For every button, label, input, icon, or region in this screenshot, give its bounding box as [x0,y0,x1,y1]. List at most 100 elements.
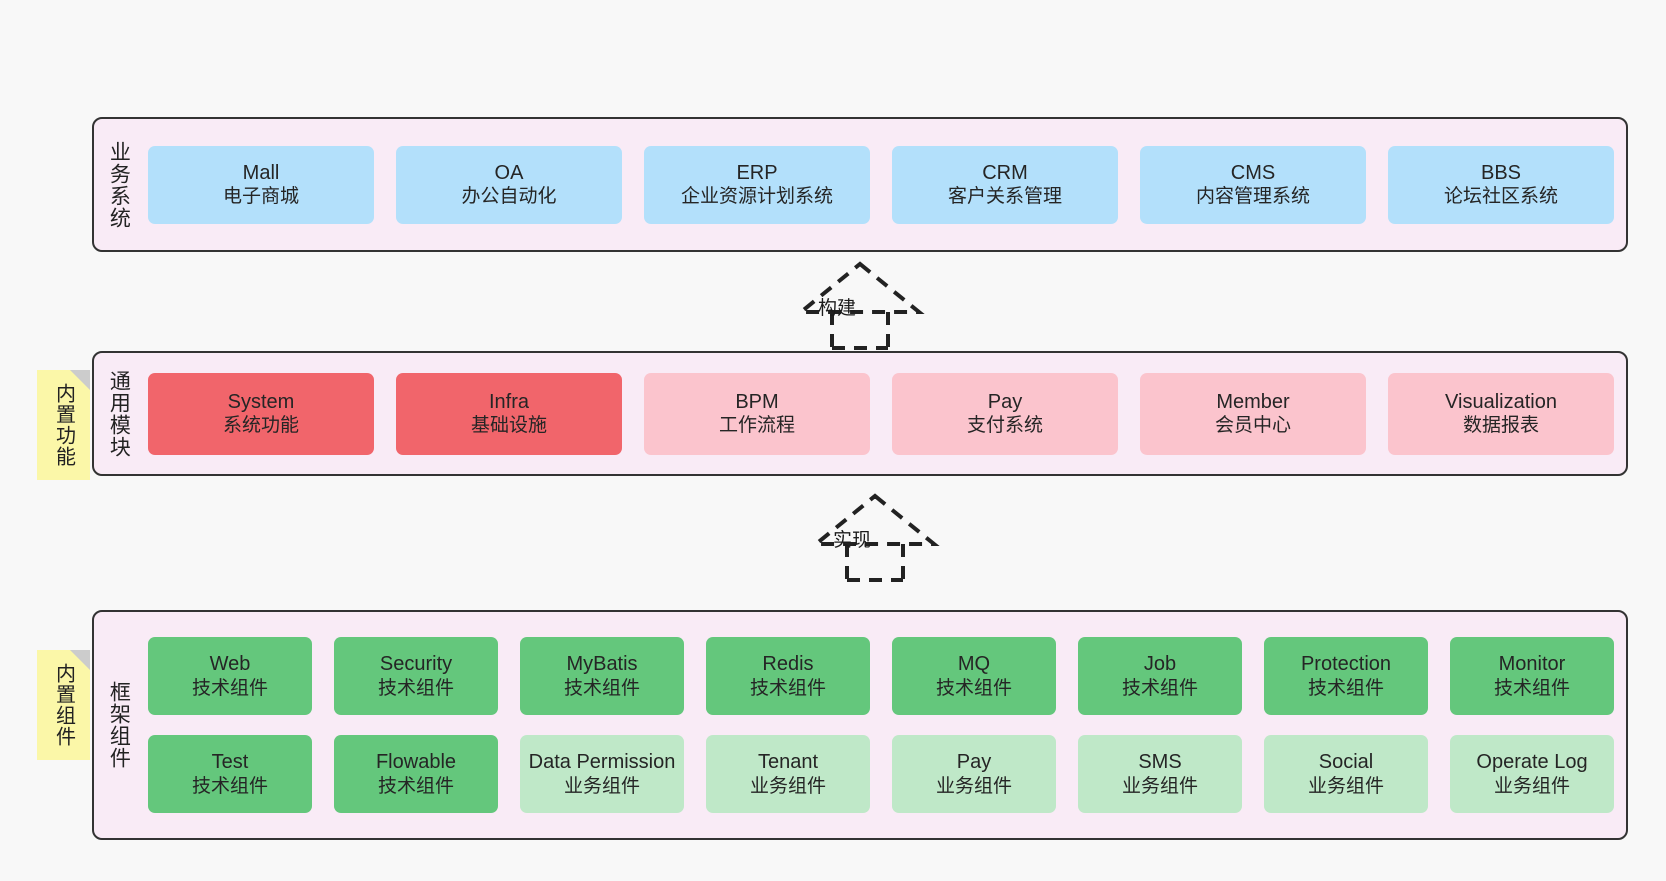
node-test[interactable]: Test 技术组件 [148,735,312,813]
node-title: Job [1143,653,1177,676]
layer-business-system-title: 业务系统 [107,140,131,229]
node-subtitle: 业务组件 [749,775,826,797]
node-sms[interactable]: SMS 业务组件 [1078,735,1242,813]
node-subtitle: 系统功能 [222,415,299,437]
node-title: Flowable [375,751,457,774]
node-title: System [227,390,295,413]
node-title: Security [379,653,453,676]
node-title: CRM [982,161,1028,184]
node-tenant[interactable]: Tenant 业务组件 [706,735,870,813]
node-subtitle: 业务组件 [1307,775,1384,797]
note-label: 内置功能 [52,383,75,467]
node-title: Monitor [1498,653,1566,676]
node-pay-module[interactable]: Pay 支付系统 [892,372,1118,455]
node-operate-log[interactable]: Operate Log 业务组件 [1450,735,1614,813]
node-protection[interactable]: Protection 技术组件 [1264,637,1428,715]
node-subtitle: 技术组件 [1493,677,1570,699]
node-cms[interactable]: CMS 内容管理系统 [1140,145,1366,224]
note-fold-icon [70,370,90,390]
node-subtitle: 技术组件 [563,677,640,699]
node-title: BPM [735,390,779,413]
node-subtitle: 技术组件 [1307,677,1384,699]
note-builtin-features: 内置功能 [37,370,90,480]
node-title: Protection [1300,653,1392,676]
node-subtitle: 技术组件 [749,677,826,699]
layer-common-module-title: 通用模块 [107,369,131,458]
node-oa[interactable]: OA 办公自动化 [396,145,622,224]
node-subtitle: 会员中心 [1214,415,1291,437]
node-system[interactable]: System 系统功能 [148,372,374,455]
node-title: ERP [736,161,778,184]
node-title: BBS [1480,161,1522,184]
node-subtitle: 办公自动化 [461,186,557,208]
node-subtitle: 技术组件 [377,775,454,797]
node-subtitle: 业务组件 [1493,775,1570,797]
framework-tech-row: Web 技术组件 Security 技术组件 MyBatis 技术组件 Redi… [148,637,1614,715]
node-subtitle: 工作流程 [718,415,795,437]
node-job[interactable]: Job 技术组件 [1078,637,1242,715]
node-monitor[interactable]: Monitor 技术组件 [1450,637,1614,715]
node-subtitle: 电子商城 [222,186,299,208]
node-title: MyBatis [566,653,638,676]
node-data-permission[interactable]: Data Permission 业务组件 [520,735,684,813]
node-title: Web [209,653,251,676]
node-title: CMS [1230,161,1276,184]
common-node-row: System 系统功能 Infra 基础设施 BPM 工作流程 Pay 支付系统… [148,372,1614,455]
node-title: Infra [488,390,530,413]
node-subtitle: 论坛社区系统 [1443,186,1558,208]
layer-business-system-body: Mall 电子商城 OA 办公自动化 ERP 企业资源计划系统 CRM 客户关系… [142,119,1626,250]
node-bpm[interactable]: BPM 工作流程 [644,372,870,455]
node-title: Mall [242,161,280,184]
node-subtitle: 客户关系管理 [947,186,1062,208]
node-subtitle: 业务组件 [935,775,1012,797]
layer-common-module-body: System 系统功能 Infra 基础设施 BPM 工作流程 Pay 支付系统… [142,353,1626,474]
framework-business-row: Test 技术组件 Flowable 技术组件 Data Permission … [148,735,1614,813]
node-security[interactable]: Security 技术组件 [334,637,498,715]
node-pay-component[interactable]: Pay 业务组件 [892,735,1056,813]
node-title: Pay [987,390,1023,413]
node-social[interactable]: Social 业务组件 [1264,735,1428,813]
node-title: Member [1216,390,1290,413]
node-mall[interactable]: Mall 电子商城 [148,145,374,224]
arrow-implement-label: 实现 [833,530,872,551]
node-crm[interactable]: CRM 客户关系管理 [892,145,1118,224]
node-title: SMS [1138,751,1182,774]
note-builtin-components: 内置组件 [37,650,90,760]
node-subtitle: 技术组件 [191,775,268,797]
node-visualization[interactable]: Visualization 数据报表 [1388,372,1614,455]
node-mq[interactable]: MQ 技术组件 [892,637,1056,715]
layer-business-system: 业务系统 Mall 电子商城 OA 办公自动化 ERP 企业资源计划系统 CRM… [92,117,1628,252]
arrow-implement [810,493,940,582]
node-title: Redis [762,653,814,676]
node-subtitle: 技术组件 [935,677,1012,699]
node-flowable[interactable]: Flowable 技术组件 [334,735,498,813]
node-redis[interactable]: Redis 技术组件 [706,637,870,715]
node-member[interactable]: Member 会员中心 [1140,372,1366,455]
node-erp[interactable]: ERP 企业资源计划系统 [644,145,870,224]
layer-framework-component-title: 框架组件 [107,681,131,769]
node-title: Tenant [757,751,819,774]
node-title: Visualization [1445,390,1557,413]
note-label: 内置组件 [52,663,75,747]
node-infra[interactable]: Infra 基础设施 [396,372,622,455]
node-title: MQ [957,653,991,676]
node-subtitle: 技术组件 [377,677,454,699]
node-title: Data Permission [528,751,676,774]
node-subtitle: 业务组件 [563,775,640,797]
node-subtitle: 支付系统 [966,415,1043,437]
layer-common-module: 通用模块 System 系统功能 Infra 基础设施 BPM 工作流程 Pay… [92,351,1628,476]
business-node-row: Mall 电子商城 OA 办公自动化 ERP 企业资源计划系统 CRM 客户关系… [148,145,1614,224]
node-title: Social [1318,751,1374,774]
layer-framework-component-body: Web 技术组件 Security 技术组件 MyBatis 技术组件 Redi… [142,612,1626,838]
node-subtitle: 企业资源计划系统 [680,186,833,208]
node-bbs[interactable]: BBS 论坛社区系统 [1388,145,1614,224]
node-title: Operate Log [1476,751,1588,774]
node-web[interactable]: Web 技术组件 [148,637,312,715]
node-title: OA [494,161,524,184]
arrow-build [795,261,925,350]
node-mybatis[interactable]: MyBatis 技术组件 [520,637,684,715]
node-subtitle: 数据报表 [1462,415,1539,437]
node-subtitle: 基础设施 [470,415,547,437]
node-subtitle: 技术组件 [1121,677,1198,699]
